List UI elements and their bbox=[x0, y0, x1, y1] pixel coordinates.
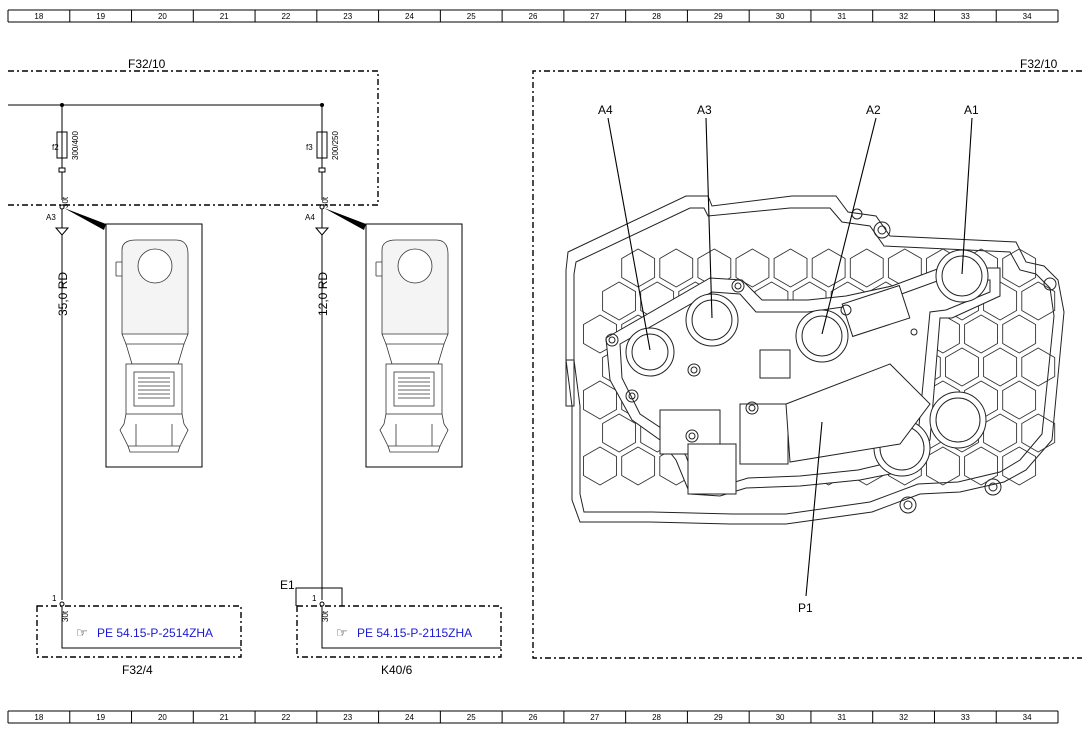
fuse-f3-rating: 200/250 bbox=[331, 131, 340, 160]
bottom-ruler-column-23: 23 bbox=[343, 713, 352, 722]
top-ruler-column-18: 18 bbox=[34, 12, 43, 21]
bottom-ruler-column-31: 31 bbox=[837, 713, 846, 722]
k40-6-reference-link[interactable]: PE 54.15-P-2115ZHA bbox=[357, 626, 472, 640]
bottom-ruler-column-26: 26 bbox=[529, 713, 538, 722]
pointing-hand-icon: ☞ bbox=[76, 625, 88, 640]
k40-6-terminal: 30t bbox=[321, 610, 330, 622]
bottom-ruler-column-29: 29 bbox=[714, 713, 723, 722]
callout-a3: A3 bbox=[697, 103, 712, 117]
left-module-box: F32/10 bbox=[8, 57, 379, 206]
top-ruler-column-30: 30 bbox=[776, 12, 785, 21]
callout-a2: A2 bbox=[866, 103, 881, 117]
bottom-ruler-column-24: 24 bbox=[405, 713, 414, 722]
pointing-hand-icon: ☞ bbox=[336, 625, 348, 640]
bottom-ruler-column-25: 25 bbox=[467, 713, 476, 722]
terminal-picture-1 bbox=[105, 223, 203, 468]
callout-a4: A4 bbox=[598, 103, 613, 117]
bottom-ruler-column-20: 20 bbox=[158, 713, 167, 722]
top-ruler-column-34: 34 bbox=[1023, 12, 1032, 21]
fuse-f2-rating: 300/400 bbox=[71, 131, 80, 160]
top-ruler-column-20: 20 bbox=[158, 12, 167, 21]
bottom-ruler-column-21: 21 bbox=[220, 713, 229, 722]
fuse-f3-name: f3 bbox=[306, 143, 313, 152]
component-k40-6: E1 1 30t ☞ PE 54.15-P-2115ZHA K40/6 bbox=[280, 578, 502, 677]
right-module-label: F32/10 bbox=[1020, 57, 1058, 71]
k40-6-label: K40/6 bbox=[381, 663, 413, 677]
top-ruler-column-33: 33 bbox=[961, 12, 970, 21]
bottom-ruler-column-28: 28 bbox=[652, 713, 661, 722]
bottom-ruler-column-18: 18 bbox=[34, 713, 43, 722]
top-ruler-column-24: 24 bbox=[405, 12, 414, 21]
top-ruler-column-32: 32 bbox=[899, 12, 908, 21]
fuse-f3-pin: A4 bbox=[305, 213, 315, 222]
callout-p1: P1 bbox=[798, 601, 813, 615]
top-ruler-column-23: 23 bbox=[343, 12, 352, 21]
top-ruler-column-25: 25 bbox=[467, 12, 476, 21]
bottom-ruler-column-33: 33 bbox=[961, 713, 970, 722]
f32-4-label: F32/4 bbox=[122, 663, 153, 677]
wire-label-f2: 35,0 RD bbox=[56, 272, 70, 316]
k40-6-pin: 1 bbox=[312, 594, 317, 603]
component-f32-4: 1 30t ☞ PE 54.15-P-2514ZHA F32/4 bbox=[36, 594, 242, 677]
left-module-label: F32/10 bbox=[128, 57, 166, 71]
fuse-circuit-f2: f2 300/400 30t A3 35,0 RD bbox=[46, 105, 106, 600]
f32-4-reference-link[interactable]: PE 54.15-P-2514ZHA bbox=[97, 626, 213, 640]
fuse-f2-name: f2 bbox=[52, 143, 59, 152]
fuse-box-drawing bbox=[565, 195, 1065, 525]
terminal-picture-2 bbox=[365, 223, 463, 468]
right-module-box: F32/10 bbox=[532, 57, 1082, 659]
callout-a1: A1 bbox=[964, 103, 979, 117]
fuse-circuit-f3: f3 200/250 30t A4 12,0 RD bbox=[305, 105, 366, 600]
bottom-ruler-column-32: 32 bbox=[899, 713, 908, 722]
grid-ruler-bottom: 18 19 20 21 22 23 24 25 26 27 28 29 30 31 32 33 34 bbox=[7, 710, 1059, 724]
top-ruler-column-22: 22 bbox=[281, 12, 290, 21]
top-ruler-column-21: 21 bbox=[220, 12, 229, 21]
fuse-f2-pin: A3 bbox=[46, 213, 56, 222]
top-ruler-column-28: 28 bbox=[652, 12, 661, 21]
bottom-ruler-column-22: 22 bbox=[281, 713, 290, 722]
f32-4-terminal: 30t bbox=[61, 610, 70, 622]
top-ruler-column-29: 29 bbox=[714, 12, 723, 21]
bottom-ruler-column-34: 34 bbox=[1023, 713, 1032, 722]
top-ruler-column-19: 19 bbox=[96, 12, 105, 21]
ground-label-e1: E1 bbox=[280, 578, 295, 592]
bottom-ruler-column-30: 30 bbox=[776, 713, 785, 722]
bottom-ruler-column-19: 19 bbox=[96, 713, 105, 722]
wire-label-f3: 12,0 RD bbox=[316, 272, 330, 316]
fuse-f2-terminal: 30t bbox=[61, 196, 70, 208]
f32-4-pin: 1 bbox=[52, 594, 57, 603]
bottom-ruler-column-27: 27 bbox=[590, 713, 599, 722]
grid-ruler-top: 18 19 20 21 22 23 24 25 26 27 28 29 30 31 32 33 34 bbox=[7, 9, 1059, 23]
fuse-f3-terminal: 30t bbox=[321, 196, 330, 208]
callout-leaders bbox=[607, 117, 973, 597]
top-ruler-column-26: 26 bbox=[529, 12, 538, 21]
top-ruler-column-31: 31 bbox=[837, 12, 846, 21]
top-ruler-column-27: 27 bbox=[590, 12, 599, 21]
